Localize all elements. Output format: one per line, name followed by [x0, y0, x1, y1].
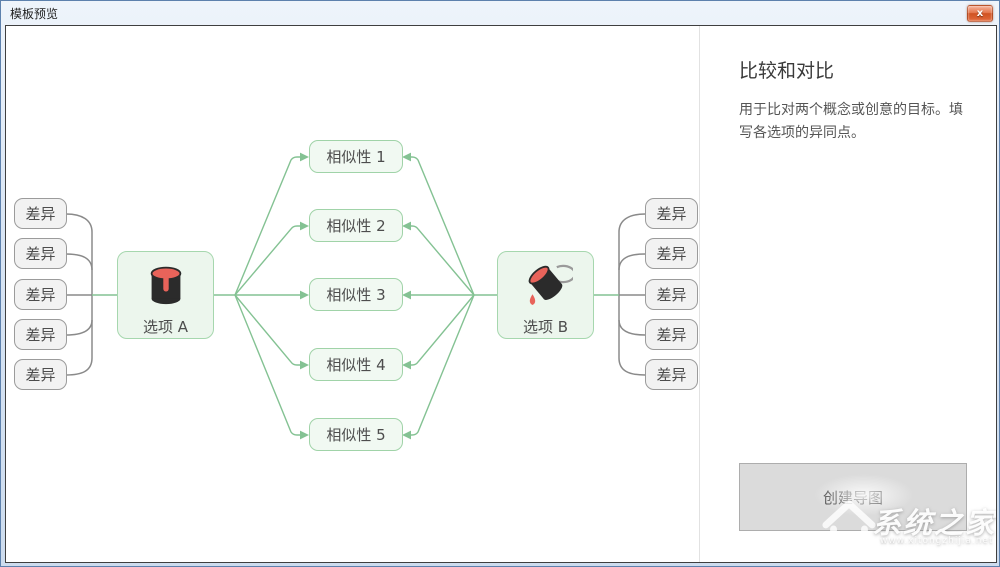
option-a-label: 选项 A	[142, 317, 189, 336]
difference-label: 差异	[25, 366, 56, 384]
difference-node: 差异	[14, 198, 67, 229]
titlebar[interactable]: 模板预览 x	[1, 1, 999, 25]
difference-node: 差异	[645, 198, 698, 229]
panel-divider	[699, 26, 700, 562]
similarity-node: 相似性 2	[309, 209, 403, 242]
option-b-node: 选项 B	[497, 251, 594, 339]
similarity-label: 相似性 4	[326, 356, 386, 374]
difference-node: 差异	[14, 238, 67, 269]
difference-node: 差异	[645, 319, 698, 350]
similarity-label: 相似性 3	[326, 286, 386, 304]
similarity-node: 相似性 4	[309, 348, 403, 381]
option-b-fan	[410, 156, 475, 436]
connector-lines	[65, 152, 646, 440]
difference-label: 差异	[25, 326, 56, 344]
arrowheads	[300, 152, 411, 440]
similarity-label: 相似性 2	[326, 217, 386, 235]
template-title: 比较和对比	[739, 60, 835, 82]
option-a-fan	[234, 156, 301, 436]
window-title: 模板预览	[10, 7, 59, 21]
similarity-node: 相似性 1	[309, 140, 403, 173]
difference-label: 差异	[656, 286, 687, 304]
difference-label: 差异	[25, 286, 56, 304]
option-b-label: 选项 B	[522, 317, 569, 336]
right-differences-connectors	[618, 213, 646, 376]
difference-node: 差异	[14, 279, 67, 310]
option-a-node: 选项 A	[117, 251, 214, 339]
difference-node: 差异	[14, 359, 67, 390]
difference-label: 差异	[25, 245, 56, 263]
similarity-node: 相似性 3	[309, 278, 403, 311]
difference-node: 差异	[645, 238, 698, 269]
difference-label: 差异	[656, 245, 687, 263]
difference-label: 差异	[656, 366, 687, 384]
difference-label: 差异	[25, 205, 56, 223]
difference-node: 差异	[14, 319, 67, 350]
paint-can-icon	[150, 266, 181, 304]
create-map-button[interactable]: 创建导图	[739, 463, 967, 531]
close-icon: x	[976, 8, 984, 19]
info-panel: 比较和对比 用于比对两个概念或创意的目标。填写各选项的异同点。 创建导图	[700, 26, 996, 562]
template-description: 用于比对两个概念或创意的目标。填写各选项的异同点。	[739, 102, 963, 142]
close-button[interactable]: x	[967, 5, 993, 22]
similarity-node: 相似性 5	[309, 418, 403, 451]
dialog-content: 差异 差异 差异 差异 差异 差异 差异 差异 差异 差异 相似性 1 相似性 …	[5, 25, 997, 563]
similarity-label: 相似性 5	[326, 426, 386, 444]
difference-node: 差异	[645, 359, 698, 390]
similarity-label: 相似性 1	[326, 148, 386, 166]
left-differences-connectors	[65, 213, 93, 376]
pouring-bucket-icon	[528, 264, 573, 305]
difference-label: 差异	[656, 326, 687, 344]
diagram-canvas: 差异 差异 差异 差异 差异 差异 差异 差异 差异 差异 相似性 1 相似性 …	[6, 26, 700, 562]
difference-node: 差异	[645, 279, 698, 310]
difference-label: 差异	[656, 205, 687, 223]
